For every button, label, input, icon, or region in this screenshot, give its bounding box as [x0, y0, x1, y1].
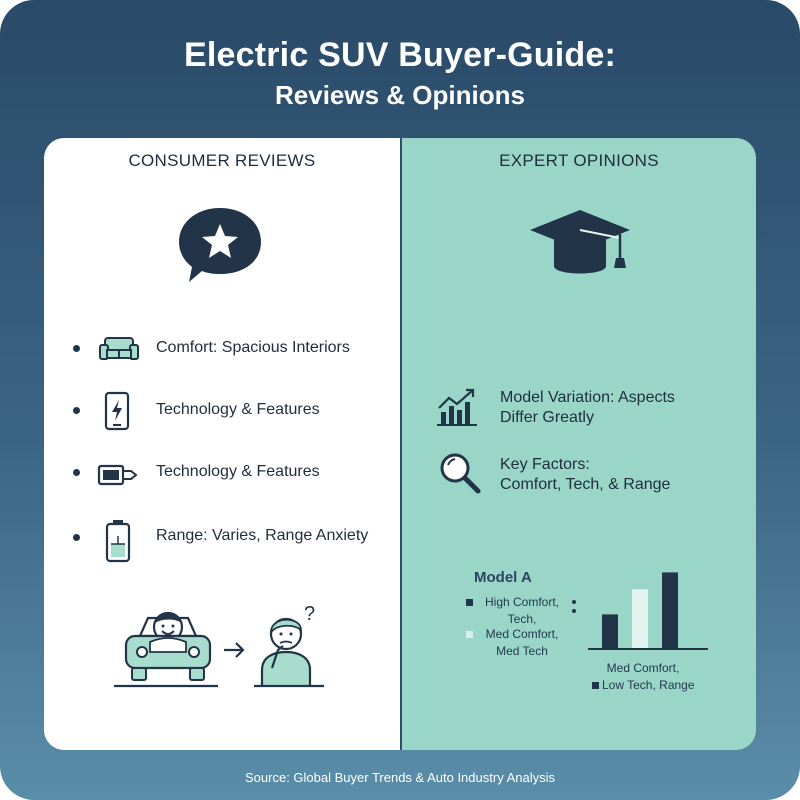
mini-bar-chart [588, 572, 708, 650]
consumer-item-comfort: Comfort: Spacious Interiors [156, 339, 350, 356]
consumer-item-technology-2: Technology & Features [156, 463, 320, 480]
expert-item-key-factors-line2: Comfort, Tech, & Range [500, 476, 671, 493]
bullet-dot [73, 407, 80, 414]
consumer-item-range: Range: Varies, Range Anxiety [156, 527, 369, 544]
expert-item-key-factors-line1: Key Factors: [500, 456, 590, 473]
chart-bar-2 [632, 589, 648, 648]
car-with-driver-icon [114, 611, 218, 688]
title-line-1: Electric SUV Buyer-Guide: [183, 36, 616, 74]
confused-person-icon: ? [254, 603, 324, 688]
expert-item-model-variation-line2: Differ Greatly [500, 409, 594, 426]
caption-swatch-dark [592, 682, 599, 689]
source-footnote: Source: Global Buyer Trends & Auto Indus… [245, 770, 555, 785]
chart-caption-line1: Med Comfort, [606, 661, 680, 675]
legend-entry-high-line1: High Comfort, [484, 595, 560, 609]
dot-separator [572, 600, 576, 604]
expert-item-key-factors: Key Factors: Comfort, Tech, & Range [500, 455, 720, 495]
legend-entry-med-line2: Med Tech [496, 644, 548, 658]
battery-icon [105, 520, 131, 563]
legend-swatch-light [466, 631, 473, 638]
bullet-dot [73, 469, 80, 476]
expert-item-model-variation: Model Variation: Aspects Differ Greatly [500, 388, 720, 428]
legend-entry-high-line2: Tech, [507, 612, 537, 626]
expert-opinions-heading: EXPERT OPINIONS [499, 151, 659, 170]
magnifier-icon [440, 453, 481, 494]
chart-bar-3 [662, 572, 678, 648]
svg-text:?: ? [304, 603, 315, 625]
consumer-reviews-heading: CONSUMER REVIEWS [128, 151, 316, 170]
chart-bar-1 [602, 614, 618, 648]
chart-caption-line2: Low Tech, Range [602, 678, 695, 692]
bullet-dot [73, 534, 80, 541]
legend-entry-med-line1: Med Comfort, [485, 627, 559, 641]
charger-plug-icon [97, 464, 138, 486]
driver-to-confused-person-illustration: ? [114, 603, 324, 688]
graduation-cap-icon [530, 210, 630, 274]
sofa-icon [99, 337, 139, 360]
legend-entry-high: High Comfort, Tech, [474, 594, 570, 628]
consumer-reviews-panel: CONSUMER REVIEWS Comfort: Spacious Inter… [44, 138, 400, 750]
legend-entry-med: Med Comfort, Med Tech [474, 626, 570, 660]
consumer-item-technology-1: Technology & Features [156, 401, 320, 418]
expert-item-model-variation-line1: Model Variation: Aspects [500, 389, 675, 406]
growth-chart-icon [437, 388, 477, 426]
title-line-2: Reviews & Opinions [275, 80, 525, 110]
legend-swatch-dark [466, 599, 473, 606]
expert-opinions-panel: EXPERT OPINIONS Model Variation: Aspects… [400, 138, 756, 750]
bullet-dot [73, 345, 80, 352]
arrow-right-icon [224, 642, 245, 658]
legend-title: Model A [474, 569, 532, 586]
speech-bubble-star-icon [179, 208, 261, 282]
dot-separator [572, 609, 576, 613]
smartphone-charging-icon [104, 391, 130, 431]
